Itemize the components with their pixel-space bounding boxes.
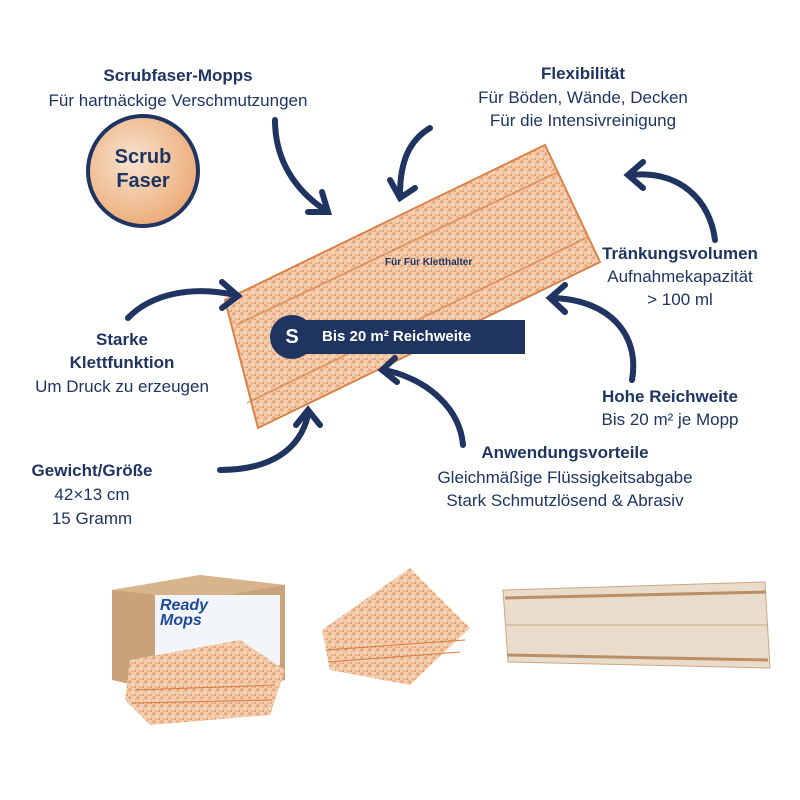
arrow-scrub (272, 117, 328, 213)
flex-line: Für Böden, Wände, Decken (478, 88, 688, 107)
reach-banner: Bis 20 m² Reichweite (300, 320, 525, 354)
volume-line: Aufnahmekapazität (607, 267, 753, 286)
box-brand-line: Ready (160, 597, 209, 614)
reach-title: Hohe Reichweite (601, 387, 739, 406)
scrub-badge-line: Faser (116, 170, 170, 192)
velcro-line: Um Druck zu erzeugen (35, 377, 209, 396)
weight-title: Gewicht/Größe (31, 461, 153, 480)
velcro-back-image (502, 581, 771, 669)
arrow-reach (550, 295, 637, 383)
arrow-weight (217, 412, 311, 473)
scrub-faser-badge: Scrub Faser (86, 114, 200, 228)
volume-line: > 100 ml (647, 290, 713, 309)
usage-line: Gleichmäßige Flüssigkeitsabgabe (437, 468, 693, 487)
mop-stack-image (322, 568, 470, 685)
volume-title: Tränkungsvolumen (602, 244, 758, 263)
velcro-title: Starke (96, 330, 148, 349)
arrow-flex (397, 125, 433, 198)
usage-line: Stark Schmutzlösend & Abrasiv (446, 491, 684, 510)
arrow-volume (627, 171, 718, 243)
arrow-velcro (125, 288, 238, 321)
mop-pad-main (223, 143, 602, 430)
flex-line: Für die Intensivreinigung (489, 111, 677, 130)
arrows (125, 117, 718, 473)
weight-line: 42×13 cm (54, 485, 130, 504)
velcro-title: Klettfunktion (69, 353, 175, 372)
box-brand-line: Mops (160, 612, 202, 629)
banner-text: Bis 20 m² Reichweite (322, 328, 472, 345)
usage-title: Anwendungsvorteile (481, 443, 649, 462)
scrub-title: Scrubfaser-Mopps (103, 66, 253, 85)
scrub-line: Für hartnäckige Verschmutzungen (48, 91, 308, 110)
size-badge: S (270, 315, 314, 359)
reach-line: Bis 20 m² je Mopp (601, 410, 739, 429)
scrub-badge-line: Scrub (114, 146, 172, 168)
weight-line: 15 Gramm (51, 509, 133, 528)
box-brand-logo: Ready Mops (160, 597, 209, 629)
arrow-usage (382, 367, 466, 448)
flex-title: Flexibilität (540, 64, 626, 83)
product-box-image (112, 575, 285, 725)
mop-label: Für Für Kletthalter (385, 257, 473, 268)
